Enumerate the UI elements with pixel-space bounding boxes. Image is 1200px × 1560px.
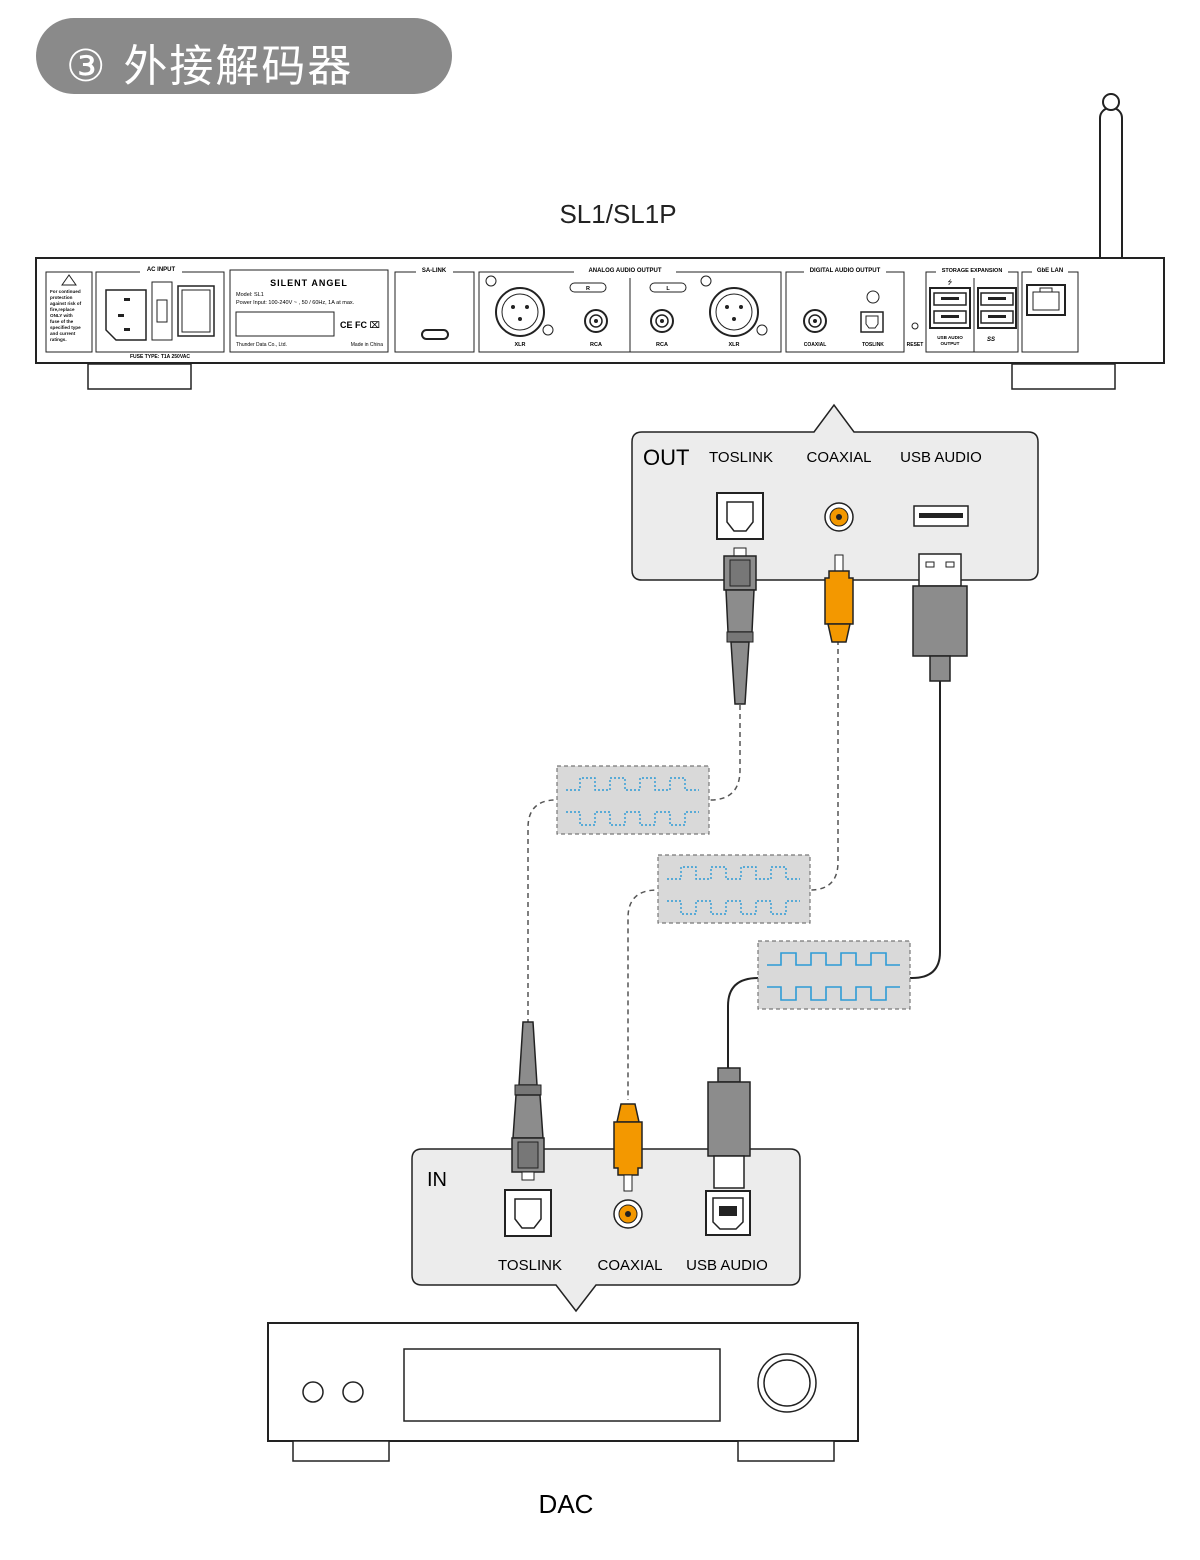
in-toslink-label: TOSLINK: [498, 1257, 562, 1274]
in-usb-audio-label: USB AUDIO: [686, 1257, 768, 1274]
dac-device: [267, 1322, 859, 1462]
in-coaxial-port: [613, 1199, 643, 1229]
ethernet-port: [1026, 284, 1066, 316]
warning-line: fire,replace: [50, 307, 75, 312]
in-label: IN: [427, 1169, 447, 1191]
warning-line: specified type: [50, 325, 81, 330]
usb-storage-ports: [977, 287, 1017, 329]
usb-c-port: [421, 329, 449, 340]
out-coaxial-label: COAXIAL: [806, 449, 871, 466]
rca-left-port: [650, 309, 674, 333]
ac-socket: [105, 289, 147, 341]
coaxial-port: [803, 309, 827, 333]
warning-line: For continued: [50, 289, 81, 294]
usb-audio-output-ports: [929, 287, 971, 329]
toslink-plug-in: [511, 1021, 545, 1181]
xlr-label: XLR: [729, 342, 740, 348]
rca-label: RCA: [590, 342, 602, 348]
xlr-right-port: [485, 275, 554, 337]
power-label: Power Input: 100-240V ~ , 50 / 60Hz, 1A …: [236, 300, 355, 306]
usb-b-plug-in: [707, 1067, 751, 1189]
lan-label: GbE LAN: [1037, 268, 1063, 274]
out-usb-audio-label: USB AUDIO: [900, 449, 982, 466]
dac-label: DAC: [539, 1489, 594, 1519]
reset-label: RESET: [907, 342, 924, 348]
coaxial-plug-in: [613, 1103, 643, 1192]
toslink-port: [860, 311, 884, 333]
foot-right: [1011, 363, 1116, 390]
usb-icon: ⭍: [948, 278, 953, 286]
warning-line: and current: [50, 331, 76, 336]
reset-button: [911, 322, 919, 330]
device-name: SL1/SL1P: [559, 199, 676, 229]
warning-line: ONLY with: [50, 313, 73, 318]
out-coaxial-port: [824, 502, 854, 532]
in-coaxial-label: COAXIAL: [597, 1257, 662, 1274]
usb-plug-out: [912, 553, 968, 682]
warning-icon: [61, 274, 77, 286]
sa-link-label: SA-LINK: [422, 268, 447, 274]
dac-foot: [737, 1440, 835, 1462]
dac-knob-small: [302, 1381, 324, 1403]
ss-usb-label: SS: [987, 337, 995, 343]
maker-label: Thunder Data Co., Ltd.: [236, 342, 287, 348]
toslink-plug-out: [723, 547, 757, 705]
dac-display: [403, 1348, 721, 1422]
xlr-label: XLR: [515, 342, 526, 348]
warning-line: protection: [50, 295, 73, 300]
rear-panel: For continued protection against risk of…: [35, 257, 1165, 390]
xlr-left-port: [700, 275, 768, 337]
out-toslink-port: [716, 492, 764, 540]
storage-label: STORAGE EXPANSION: [942, 268, 1003, 274]
signal-box-toslink: [556, 765, 710, 835]
title-badge: ③ 外接解码器: [36, 18, 452, 94]
channel-l-label: L: [666, 286, 670, 292]
foot-left: [87, 363, 192, 390]
in-usb-b-port: [705, 1190, 751, 1236]
fuse-label: FUSE TYPE: T1A 250VAC: [130, 354, 190, 360]
out-toslink-label: TOSLINK: [709, 449, 773, 466]
made-in-label: Made in China: [351, 342, 383, 348]
page-title: ③ 外接解码器: [66, 41, 354, 92]
usb-audio-output-label: OUTPUT: [941, 341, 960, 346]
rca-right-port: [584, 309, 608, 333]
in-toslink-port: [504, 1189, 552, 1237]
out-usb-port: [913, 505, 969, 527]
brand-logo: SILENT ANGEL: [270, 278, 348, 288]
dac-knob-small: [342, 1381, 364, 1403]
in-panel: IN TOSLINK COAXIAL USB AUDIO: [411, 1148, 801, 1313]
out-label: OUT: [643, 445, 689, 470]
usb-audio-output-label: USB AUDIO: [937, 335, 963, 340]
rca-label: RCA: [656, 342, 668, 348]
toslink-label: TOSLINK: [862, 342, 884, 348]
coaxial-label: COAXIAL: [804, 342, 827, 348]
ac-input-label: AC INPUT: [147, 267, 176, 273]
signal-box-coaxial: [657, 854, 811, 924]
warning-line: against risk of: [50, 301, 82, 306]
model-label: Model: SL1: [236, 292, 264, 298]
digital-output-label: DIGITAL AUDIO OUTPUT: [810, 268, 881, 274]
analog-output-label: ANALOG AUDIO OUTPUT: [588, 268, 661, 274]
out-panel: OUT TOSLINK COAXIAL USB AUDIO: [631, 403, 1039, 581]
signal-box-usb: [757, 940, 911, 1010]
warning-line: ratings.: [50, 337, 67, 342]
certification-marks: CE FC ⌧: [340, 320, 380, 330]
coaxial-plug-out: [824, 554, 854, 643]
channel-r-label: R: [586, 286, 590, 292]
dac-foot: [292, 1440, 390, 1462]
warning-line: fuse of the: [50, 319, 74, 324]
